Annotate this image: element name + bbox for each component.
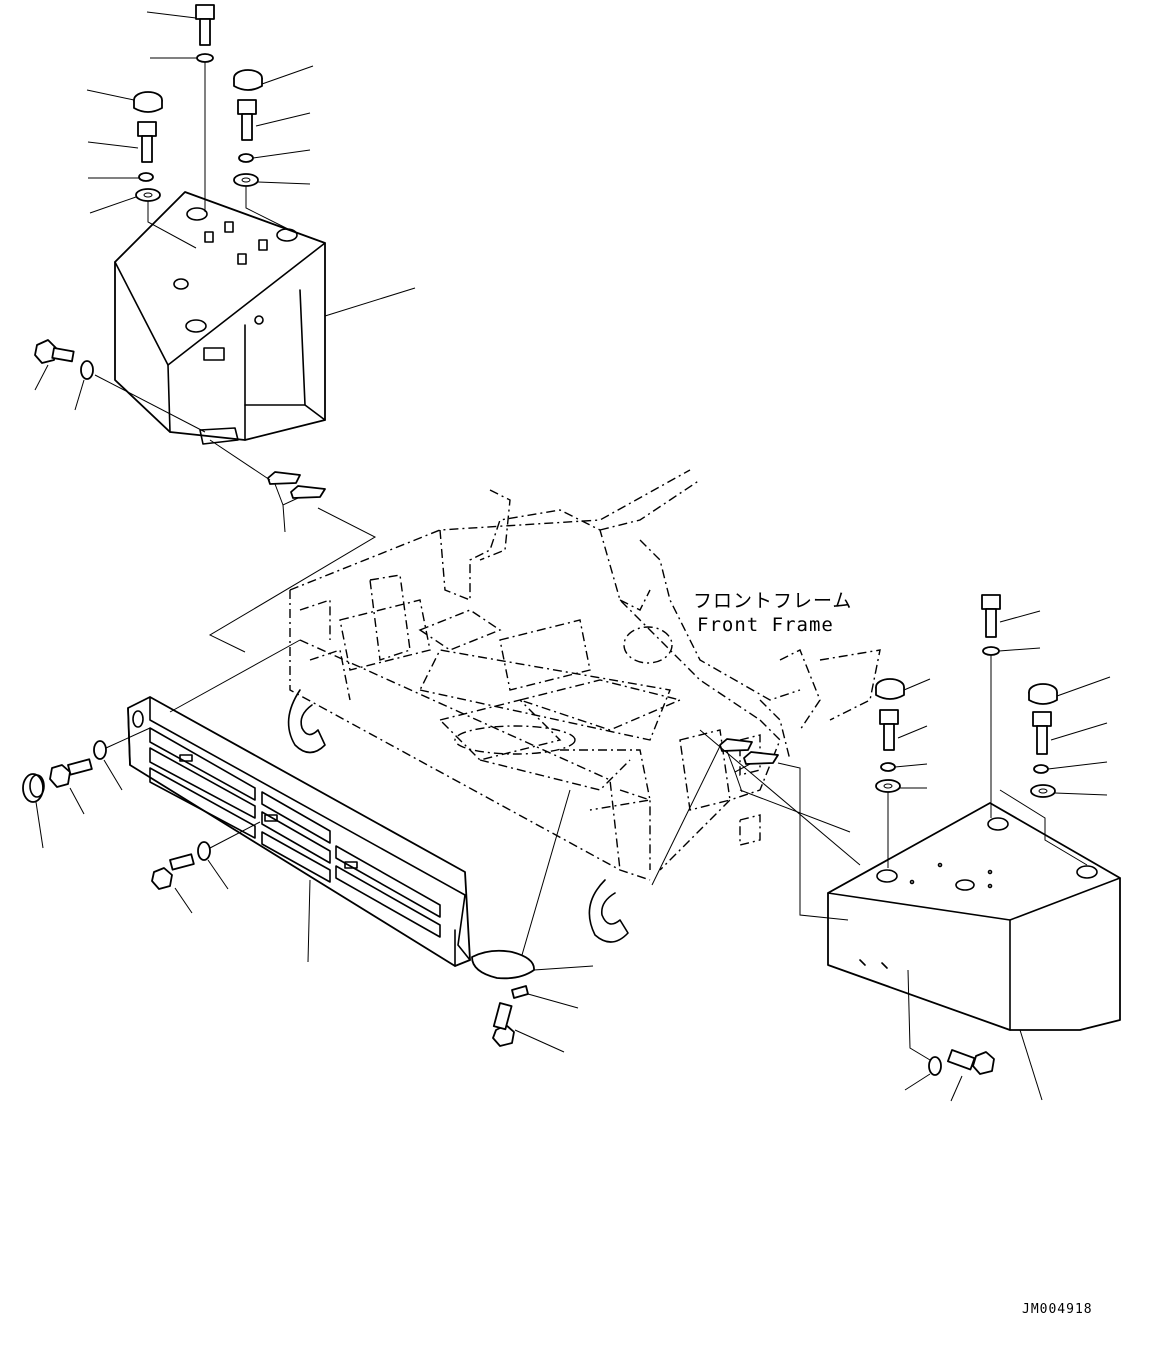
center-plate-assembly [471,789,594,1053]
front-grille-panel [127,696,471,967]
right-weight-block [827,802,1121,1101]
left-weight-block [114,191,416,445]
left-top-fasteners [86,4,314,249]
right-top-fasteners [875,594,1111,868]
frame-label-en: Front Frame [697,614,834,636]
drawing-code: JM004918 [1022,1302,1093,1317]
frame-label-jp: フロントフレーム [693,590,852,612]
left-side-bolt [34,339,377,653]
right-side-hardware [651,729,995,1102]
front-panel-fasteners [22,639,301,914]
front-frame [287,469,881,943]
